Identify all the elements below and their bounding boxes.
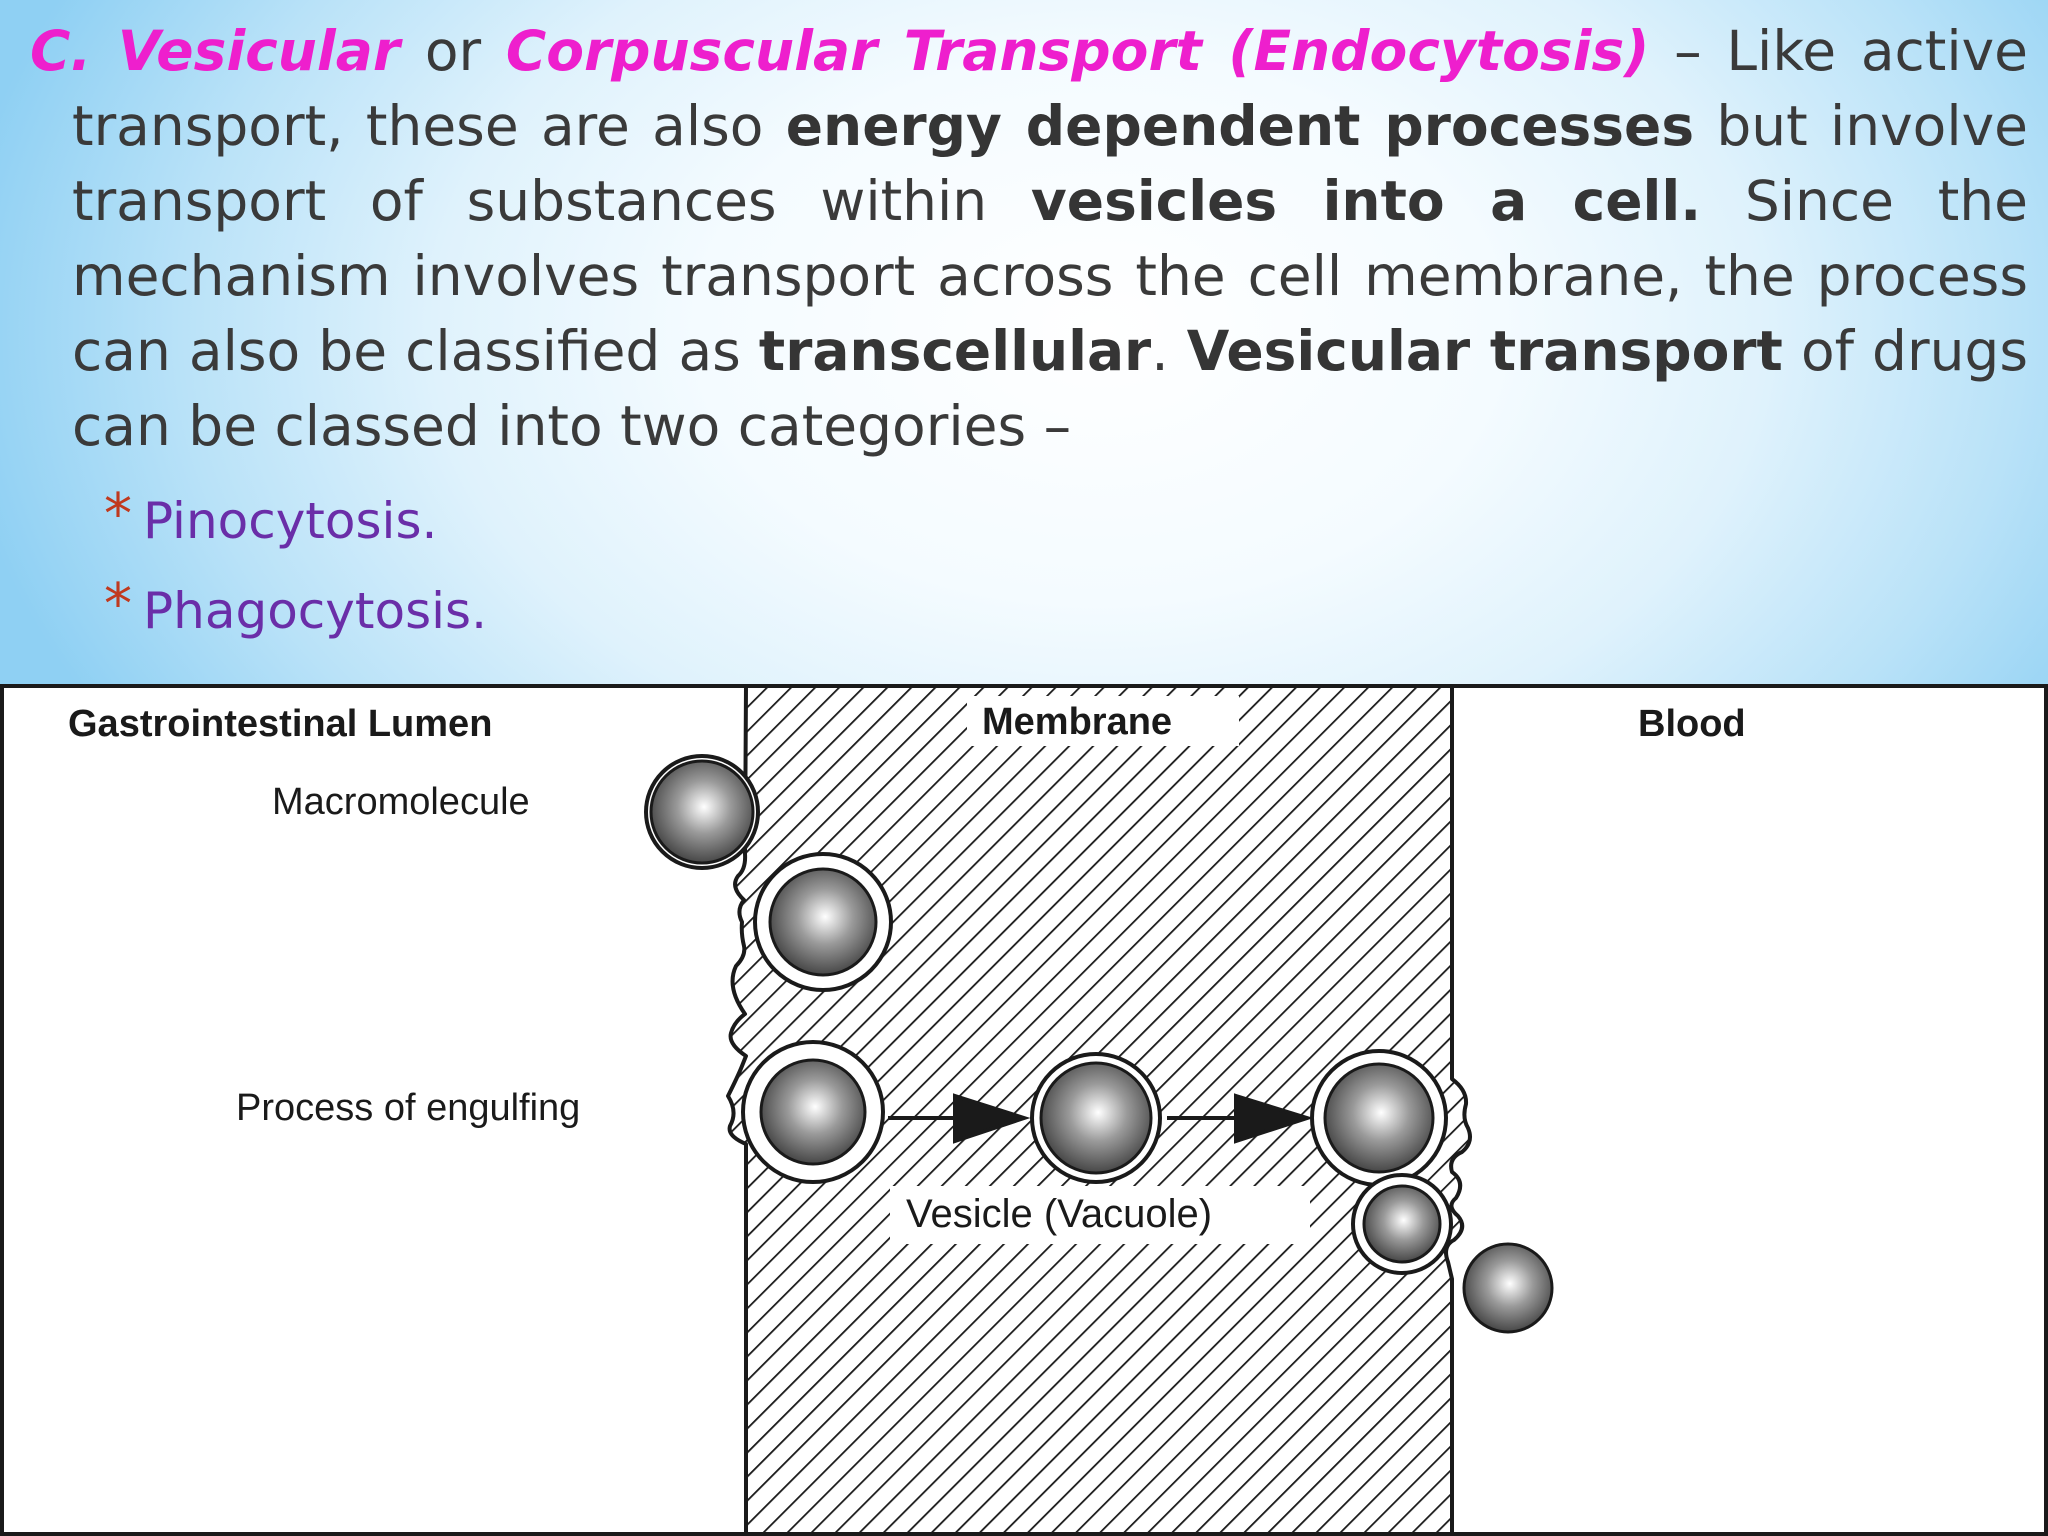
paragraph-text-3: Since the mechanism involves transport a… (72, 169, 2028, 383)
term-corpuscular: Corpuscular Transport (Endocytosis) (505, 19, 1650, 83)
macromolecule-particles (649, 759, 1554, 1334)
engulfing-label: Process of engulfing (236, 1087, 580, 1129)
paragraph-text-5: of drugs can be classed into two categor… (72, 319, 2029, 458)
asterisk-bullet-icon: * (104, 572, 132, 637)
vesicle-label: Vesicle (Vacuole) (906, 1192, 1212, 1236)
term-vesicular: Vesicular (117, 19, 401, 83)
list-item-pinocytosis: *Pinocytosis. (30, 476, 2028, 566)
slide-text: C. Vesicular or Corpuscular Transport (E… (30, 14, 2028, 656)
membrane-label: Membrane (982, 701, 1172, 743)
paragraph-text-1: – Like active transport, these are also (72, 19, 2028, 158)
bold-energy-dependent: energy dependent processes (785, 94, 1695, 158)
arrow-icon (1167, 1093, 1314, 1144)
vesicle-label-bg (890, 1186, 1310, 1244)
category-list: *Pinocytosis. *Phagocytosis. (30, 476, 2028, 656)
paragraph-text-4: . (1151, 319, 1187, 383)
arrow-icon (888, 1093, 1031, 1144)
lumen-label: Gastrointestinal Lumen (68, 703, 492, 745)
bullet-label: Phagocytosis. (143, 582, 487, 640)
bullet-label: Pinocytosis. (143, 492, 438, 550)
bold-transcellular: transcellular (758, 319, 1152, 383)
blood-label: Blood (1638, 703, 1746, 745)
list-item-phagocytosis: *Phagocytosis. (30, 566, 2028, 656)
bold-vesicles-into-cell: vesicles into a cell. (1030, 169, 1702, 233)
or-text: or (400, 19, 506, 83)
membrane-label-bg (967, 696, 1239, 746)
endocytosis-diagram: Gastrointestinal Lumen Membrane Blood Ma… (0, 684, 2048, 1536)
macromolecule-label: Macromolecule (272, 781, 530, 823)
intro-paragraph: C. Vesicular or Corpuscular Transport (E… (30, 14, 2028, 464)
section-prefix: C. (30, 19, 118, 83)
asterisk-bullet-icon: * (104, 482, 132, 547)
paragraph-text-2: but involve transport of substances with… (72, 94, 2028, 233)
bold-vesicular-transport: Vesicular transport (1186, 319, 1783, 383)
